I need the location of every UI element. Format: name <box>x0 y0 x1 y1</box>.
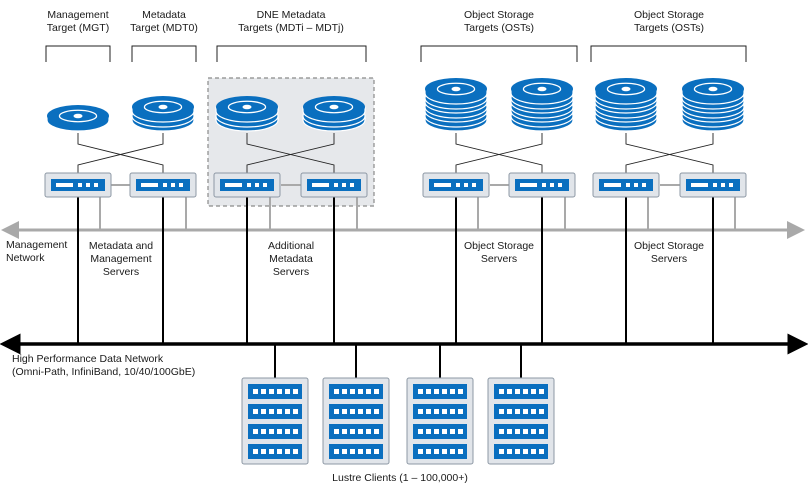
server-label-ost-1: Object Storage Servers <box>464 240 534 265</box>
data-network-label: High Performance Data Network (Omni-Path… <box>12 353 195 378</box>
svg-text:Object Storage: Object Storage <box>464 9 534 21</box>
client-4-icon <box>487 377 555 465</box>
svg-text:Targets (OSTs): Targets (OSTs) <box>464 22 534 34</box>
svg-text:Servers: Servers <box>273 266 309 278</box>
svg-text:Management: Management <box>6 239 67 251</box>
svg-text:Servers: Servers <box>651 253 687 265</box>
svg-text:Target (MGT): Target (MGT) <box>47 22 109 34</box>
bracket-mdt0 <box>131 45 197 62</box>
svg-text:Metadata: Metadata <box>142 9 186 21</box>
target-label-mdt0: Metadata Target (MDT0) <box>130 9 198 34</box>
server-label-ost-2: Object Storage Servers <box>634 240 704 265</box>
storage-targets <box>46 78 745 132</box>
target-label-mgt: Management Target (MGT) <box>47 9 109 34</box>
clients-label: Lustre Clients (1 – 100,000+) <box>332 472 468 484</box>
server-6-icon <box>508 172 576 198</box>
disk-stack-mdt-j-icon <box>302 96 366 132</box>
management-network-label: Management Network <box>6 239 67 264</box>
svg-text:Servers: Servers <box>481 253 517 265</box>
bracket-dne <box>216 45 367 62</box>
disk-stack-mgt-icon <box>46 105 110 132</box>
bracket-ost-2 <box>590 45 747 62</box>
disk-stack-mdt-i-icon <box>215 96 279 132</box>
svg-text:Management: Management <box>90 253 151 265</box>
svg-text:Servers: Servers <box>103 266 139 278</box>
svg-text:Targets (OSTs): Targets (OSTs) <box>634 22 704 34</box>
lustre-clients <box>241 377 555 465</box>
disk-stack-mdt0-icon <box>131 96 195 132</box>
svg-text:Metadata and: Metadata and <box>89 240 153 252</box>
svg-text:Management: Management <box>47 9 108 21</box>
svg-text:Network: Network <box>6 252 45 264</box>
cross-link-ost-1 <box>455 133 543 175</box>
server-1-icon <box>44 172 112 198</box>
disk-stack-ost-2a-icon <box>594 78 658 132</box>
server-2-icon <box>129 172 197 198</box>
svg-text:Target (MDT0): Target (MDT0) <box>130 22 198 34</box>
server-3-icon <box>213 172 281 198</box>
client-2-icon <box>322 377 390 465</box>
target-label-dne: DNE Metadata Targets (MDTi – MDTj) <box>238 9 344 34</box>
svg-text:(Omni-Path, InfiniBand, 10/40/: (Omni-Path, InfiniBand, 10/40/100GbE) <box>12 366 195 378</box>
bracket-ost-1 <box>420 45 578 62</box>
client-3-icon <box>406 377 474 465</box>
server-8-icon <box>679 172 747 198</box>
cross-link-dne <box>246 133 335 175</box>
client-1-icon <box>241 377 309 465</box>
servers <box>44 172 747 198</box>
cross-link-mgt-mdt <box>77 133 164 175</box>
disk-stack-ost-1b-icon <box>510 78 574 132</box>
server-label-dne: Additional Metadata Servers <box>268 240 314 278</box>
bracket-mgt <box>45 45 111 62</box>
svg-text:Additional: Additional <box>268 240 314 252</box>
server-label-mgt-mdt: Metadata and Management Servers <box>89 240 153 278</box>
server-5-icon <box>422 172 490 198</box>
svg-text:Object Storage: Object Storage <box>634 240 704 252</box>
svg-text:Metadata: Metadata <box>269 253 313 265</box>
disk-stack-ost-1a-icon <box>424 78 488 132</box>
target-label-ost-1: Object Storage Targets (OSTs) <box>464 9 534 34</box>
server-4-icon <box>300 172 368 198</box>
target-label-ost-2: Object Storage Targets (OSTs) <box>634 9 704 34</box>
svg-text:Object Storage: Object Storage <box>634 9 704 21</box>
svg-text:High Performance Data Network: High Performance Data Network <box>12 353 164 365</box>
server-7-icon <box>592 172 660 198</box>
svg-text:Object Storage: Object Storage <box>464 240 534 252</box>
disk-stack-ost-2b-icon <box>681 78 745 132</box>
svg-text:DNE Metadata: DNE Metadata <box>257 9 326 21</box>
svg-text:Targets (MDTi – MDTj): Targets (MDTi – MDTj) <box>238 22 344 34</box>
cross-link-ost-2 <box>625 133 714 175</box>
